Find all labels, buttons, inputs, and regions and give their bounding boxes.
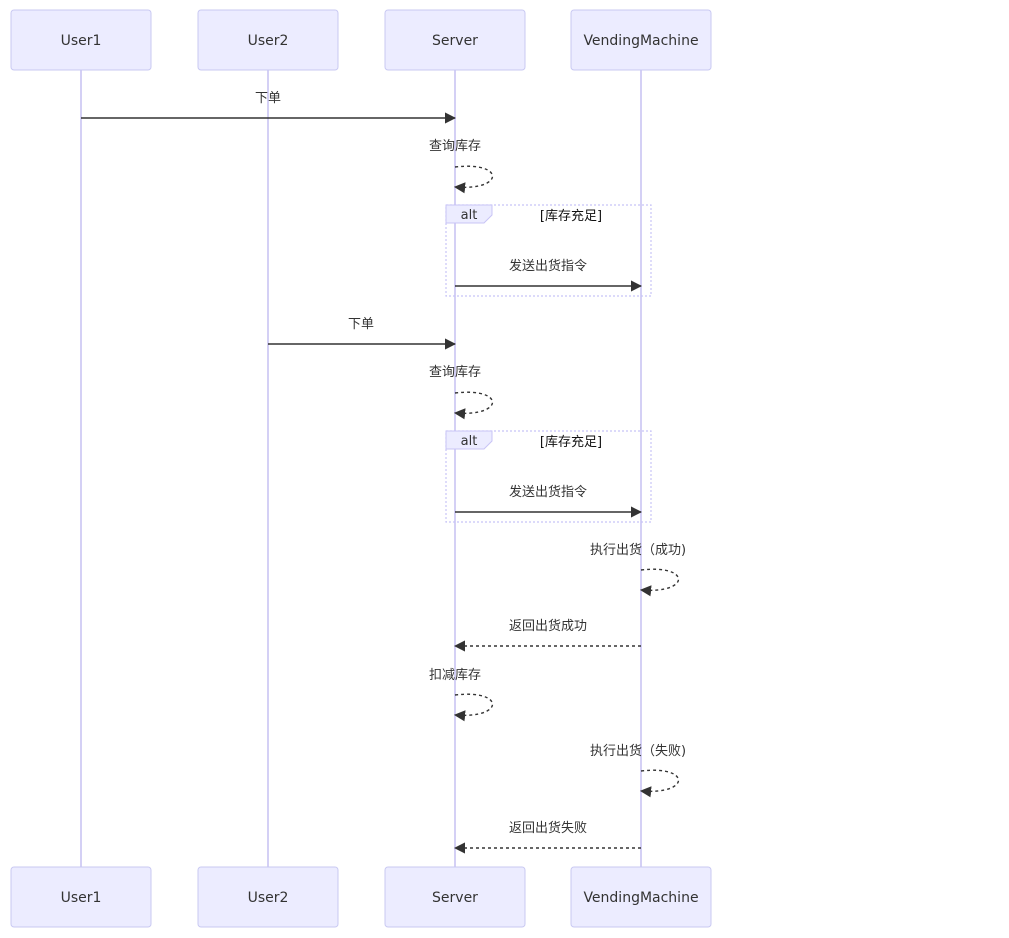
actor-vending-machine-bottom[interactable]: VendingMachine xyxy=(570,866,712,928)
self-loop-arrow xyxy=(639,568,680,597)
actor-row-bottom: User1 User2 Server VendingMachine xyxy=(10,866,712,928)
actor-label: User2 xyxy=(248,33,289,49)
actor-row-top: User1 User2 Server VendingMachine xyxy=(10,9,712,71)
actor-label: User1 xyxy=(61,33,102,49)
message-send-dispense-2: 发送出货指令 xyxy=(455,484,643,518)
message-label: 发送出货指令 xyxy=(509,258,587,274)
message-dispense-success: 执行出货（成功) xyxy=(590,542,686,597)
actor-user1-top[interactable]: User1 xyxy=(10,9,152,71)
self-loop-arrow xyxy=(639,769,680,798)
message-send-dispense-1: 发送出货指令 xyxy=(455,258,643,292)
message-label: 执行出货（失败) xyxy=(590,743,686,759)
actor-user2-top[interactable]: User2 xyxy=(197,9,339,71)
alt-condition: [库存充足] xyxy=(540,208,602,224)
actor-label: VendingMachine xyxy=(583,890,698,906)
actor-label: Server xyxy=(432,890,478,906)
alt-keyword: alt xyxy=(461,208,478,223)
messages: 下单 查询库存 发送出货指令 下单 查询库存 发送出货指令 xyxy=(81,91,686,854)
lifelines xyxy=(80,70,642,868)
self-loop-arrow xyxy=(453,391,494,420)
actor-label: Server xyxy=(432,33,478,49)
message-label: 发送出货指令 xyxy=(509,484,587,500)
message-user1-order: 下单 xyxy=(81,91,457,124)
message-dispense-failure: 执行出货（失败) xyxy=(590,743,686,798)
message-label: 执行出货（成功) xyxy=(590,542,686,558)
message-label: 返回出货失败 xyxy=(509,820,587,836)
message-return-failure: 返回出货失败 xyxy=(453,820,641,854)
message-user2-order: 下单 xyxy=(268,317,457,350)
actor-label: User1 xyxy=(61,890,102,906)
message-label: 返回出货成功 xyxy=(509,618,587,634)
actor-vending-machine-top[interactable]: VendingMachine xyxy=(570,9,712,71)
actor-user2-bottom[interactable]: User2 xyxy=(197,866,339,928)
self-loop-arrow xyxy=(453,693,494,722)
message-label: 下单 xyxy=(255,91,281,106)
actor-label: VendingMachine xyxy=(583,33,698,49)
alt-condition: [库存充足] xyxy=(540,434,602,450)
message-server-check-stock-2: 查询库存 xyxy=(429,364,494,420)
message-return-success: 返回出货成功 xyxy=(453,618,641,652)
alt-frame-2: alt [库存充足] xyxy=(445,430,652,523)
actor-server-top[interactable]: Server xyxy=(384,9,526,71)
alt-keyword: alt xyxy=(461,434,478,449)
message-label: 查询库存 xyxy=(429,364,481,380)
actor-label: User2 xyxy=(248,890,289,906)
alt-frame-1: alt [库存充足] xyxy=(445,204,652,297)
message-server-check-stock-1: 查询库存 xyxy=(429,138,494,194)
self-loop-arrow xyxy=(453,165,494,194)
message-label: 查询库存 xyxy=(429,138,481,154)
message-label: 扣减库存 xyxy=(429,667,481,683)
actor-user1-bottom[interactable]: User1 xyxy=(10,866,152,928)
actor-server-bottom[interactable]: Server xyxy=(384,866,526,928)
message-deduct-stock: 扣减库存 xyxy=(429,667,494,722)
message-label: 下单 xyxy=(348,317,374,332)
